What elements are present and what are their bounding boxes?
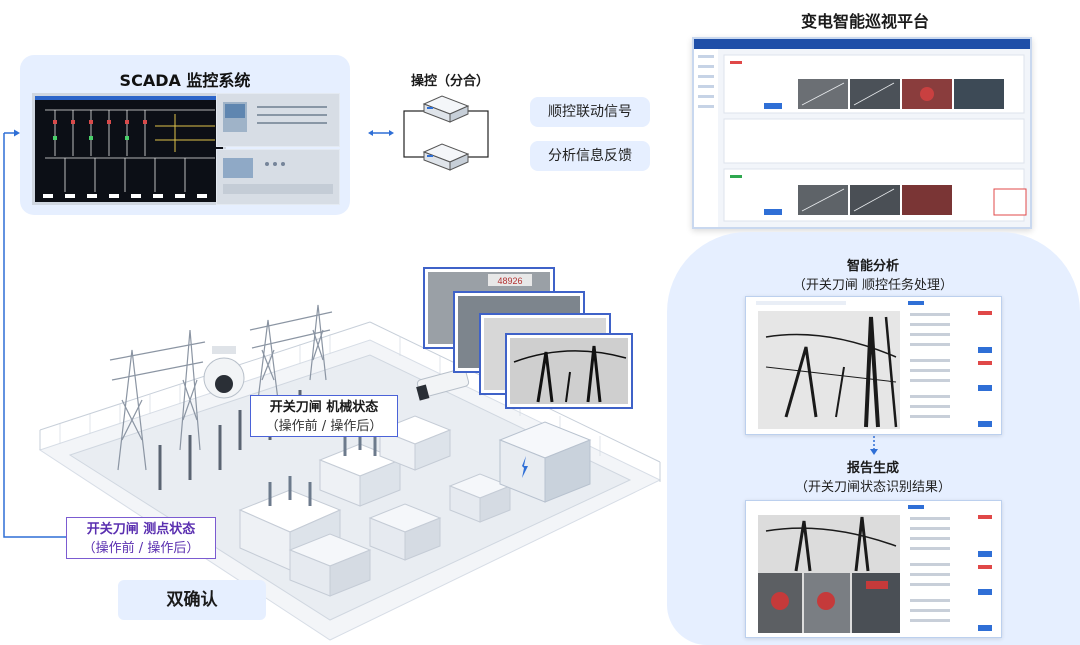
analysis-screenshot (745, 296, 1002, 435)
feedback-pill: 分析信息反馈 (530, 141, 650, 171)
dual-confirm-label: 双确认 (118, 580, 266, 620)
inspection-photo-stack: 48926 (423, 267, 633, 409)
platform-window (692, 37, 1032, 229)
bullet-camera-icon (416, 368, 470, 401)
transformer-icon (288, 533, 372, 597)
power-tower-icon (109, 329, 206, 471)
report-screenshot (745, 500, 1002, 638)
transformer-icon (368, 503, 442, 561)
analysis-title: 智能分析 (846, 259, 899, 274)
scada-title: SCADA 监控系统 (119, 71, 251, 90)
dome-camera-icon (203, 346, 245, 399)
point-status-title: 开关刀闸 测点状态 (86, 522, 196, 537)
transformer-icon (318, 430, 402, 507)
protection-device-top (216, 93, 340, 147)
protection-device-bottom (216, 149, 340, 205)
control-cabinet (498, 421, 592, 503)
arrow-down-icon (870, 436, 878, 455)
analysis-subtitle: （开关刀闸 顺控任务处理） (792, 278, 954, 293)
scada-panel: SCADA 监控系统 (20, 55, 350, 215)
signal-pill: 顺控联动信号 (530, 97, 650, 127)
scada-screen (32, 93, 226, 205)
point-status-sub: （操作前 / 操作后） (82, 541, 200, 556)
mechanical-status-title: 开关刀闸 机械状态 (269, 400, 379, 415)
control-label: 操控（分合） (410, 74, 489, 89)
platform-title: 变电智能巡视平台 (800, 12, 929, 31)
mechanical-status-callout: 开关刀闸 机械状态 （操作前 / 操作后） (250, 395, 398, 437)
report-title: 报告生成 (846, 461, 899, 476)
report-subtitle: （开关刀闸状态识别结果） (794, 480, 951, 495)
server-icon (422, 95, 470, 123)
power-tower-icon (249, 304, 333, 401)
transformer-icon (448, 473, 512, 523)
point-status-callout: 开关刀闸 测点状态 （操作前 / 操作后） (66, 517, 216, 559)
substation-illustration (38, 304, 662, 641)
mechanical-status-sub: （操作前 / 操作后） (265, 419, 383, 434)
server-icon (422, 143, 470, 171)
plate-number: 48926 (497, 276, 522, 286)
bidirectional-arrow-icon (368, 130, 394, 136)
